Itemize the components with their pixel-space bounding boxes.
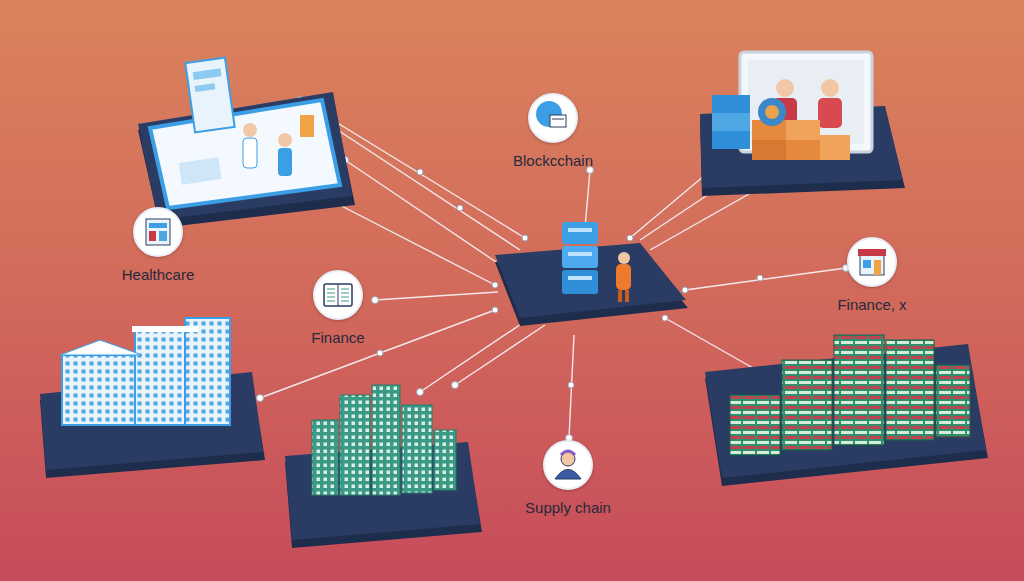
node-label: Supply chain [522, 499, 614, 517]
node-label: Healthcare [119, 266, 198, 284]
icon-circle [528, 93, 578, 143]
icon-symbol [849, 239, 895, 285]
icon-circle [133, 207, 183, 257]
icon-node: Healthcare [119, 207, 198, 284]
icon-node: Blockcchain [510, 93, 596, 170]
icon-circle [543, 440, 593, 490]
center-platform [495, 222, 688, 326]
icon-circle [847, 237, 897, 287]
tablet-platform [138, 58, 355, 228]
city-platform [285, 385, 482, 548]
laptop-platform [700, 52, 905, 196]
money-platform [705, 335, 988, 486]
icon-symbol [530, 95, 576, 141]
node-label: Finance [308, 329, 367, 347]
icon-symbol [315, 272, 361, 318]
node-label: Blockcchain [510, 152, 596, 170]
icon-node: Finance [308, 270, 367, 347]
icon-symbol [545, 442, 591, 488]
building-platform [40, 318, 265, 478]
icon-symbol [135, 209, 181, 255]
node-label: Finance, x [834, 296, 909, 314]
icon-circle [313, 270, 363, 320]
icon-node: Supply chain [522, 440, 614, 517]
icon-node: Finance, x [834, 237, 909, 314]
